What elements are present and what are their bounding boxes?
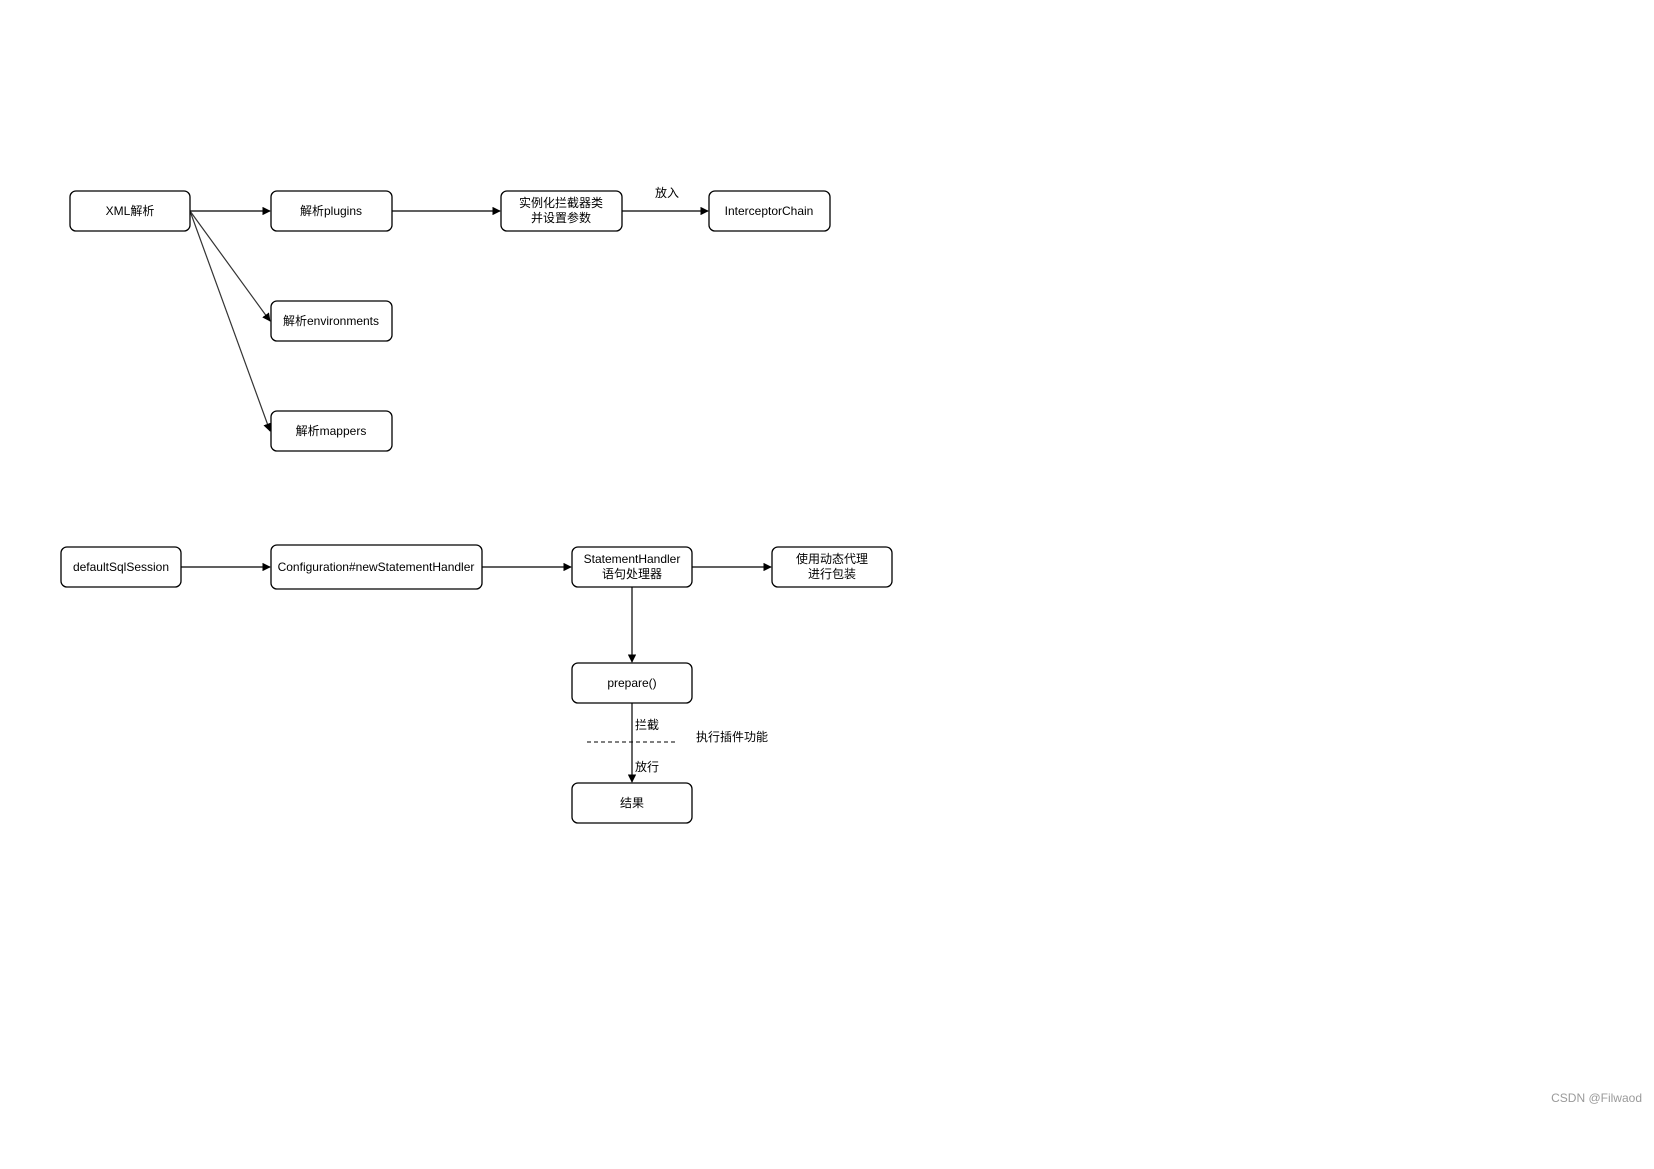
node-parse-plugins-label: 解析plugins — [300, 204, 362, 218]
node-dynamic-proxy-line2: 进行包装 — [808, 567, 856, 581]
node-statement-handler-line1: StatementHandler — [584, 552, 681, 566]
node-default-sql-session-label: defaultSqlSession — [73, 560, 169, 574]
edge-label-put-in: 放入 — [655, 185, 679, 200]
edge-xml-to-mappers — [189, 210, 272, 432]
node-instantiate-line2: 并设置参数 — [531, 210, 591, 225]
node-statement-handler: StatementHandler 语句处理器 — [571, 546, 693, 588]
edge-label-intercept: 拦截 — [635, 718, 659, 732]
node-parse-environments: 解析environments — [270, 300, 393, 342]
node-result: 结果 — [571, 782, 693, 824]
node-xml-parse-label: XML解析 — [106, 204, 155, 218]
node-configuration-label: Configuration#newStatementHandler — [278, 560, 475, 574]
node-instantiate-interceptor: 实例化拦截器类 并设置参数 — [500, 190, 623, 232]
node-statement-handler-line2: 语句处理器 — [602, 567, 662, 581]
node-prepare-label: prepare() — [607, 676, 656, 690]
node-parse-environments-label: 解析environments — [283, 314, 379, 328]
watermark: CSDN @Filwaod — [1551, 1091, 1642, 1105]
edge-xml-to-environments — [189, 210, 271, 322]
edge-label-release: 放行 — [635, 759, 659, 774]
node-parse-mappers-label: 解析mappers — [296, 424, 367, 438]
node-xml-parse: XML解析 — [69, 190, 191, 232]
node-configuration-new-statement-handler: Configuration#newStatementHandler — [270, 544, 483, 590]
node-default-sql-session: defaultSqlSession — [60, 546, 182, 588]
annotation-plugin-function: 执行插件功能 — [696, 730, 768, 744]
node-result-label: 结果 — [620, 796, 644, 810]
node-instantiate-line1: 实例化拦截器类 — [519, 195, 603, 210]
node-interceptor-chain: InterceptorChain — [708, 190, 831, 232]
node-dynamic-proxy: 使用动态代理 进行包装 — [771, 546, 893, 588]
node-parse-mappers: 解析mappers — [270, 410, 393, 452]
node-prepare: prepare() — [571, 662, 693, 704]
node-dynamic-proxy-line1: 使用动态代理 — [796, 551, 868, 566]
node-interceptor-chain-label: InterceptorChain — [725, 204, 814, 218]
node-parse-plugins: 解析plugins — [270, 190, 393, 232]
